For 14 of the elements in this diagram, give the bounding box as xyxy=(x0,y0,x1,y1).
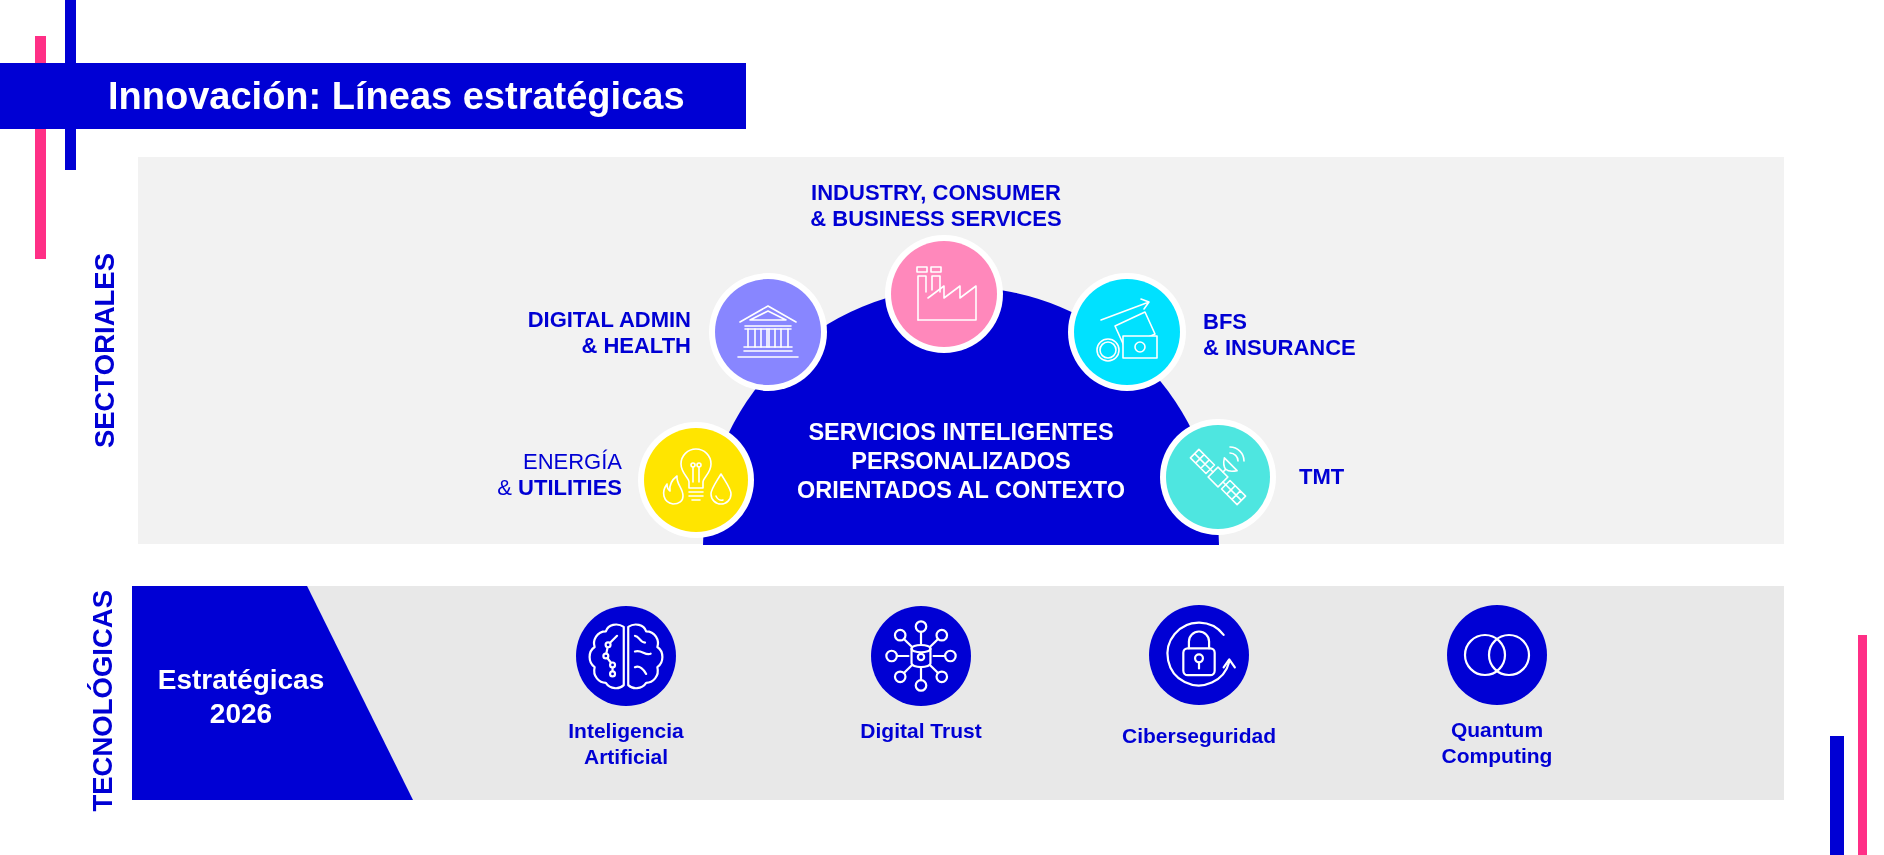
sector-label: DIGITAL ADMIN & HEALTH xyxy=(527,307,691,358)
section-label: SECTORIALES xyxy=(90,252,120,449)
sector-label: INDUSTRY, CONSUMER & BUSINESS SERVICES xyxy=(810,180,1062,231)
technology-label: Inteligencia Artificial xyxy=(568,719,684,768)
banner-text: Estratégicas 2026 xyxy=(157,664,325,729)
technology-label: Quantum Computing xyxy=(1441,718,1553,767)
hub-text: SERVICIOS INTELIGENTES PERSONALIZADOS ORIENTADOS AL CONTEXTO xyxy=(796,418,1126,503)
section-label: TECNOLÓGICAS xyxy=(88,590,118,812)
sector-label: ENERGÍA & UTILITIES xyxy=(497,449,622,500)
page-title: Innovación: Líneas estratégicas xyxy=(108,74,685,118)
sector-label: BFS & INSURANCE xyxy=(1203,309,1356,360)
technology-label: Ciberseguridad xyxy=(1121,724,1276,747)
technology-label: Digital Trust xyxy=(860,719,982,742)
sector-label: TMT xyxy=(1299,464,1345,489)
